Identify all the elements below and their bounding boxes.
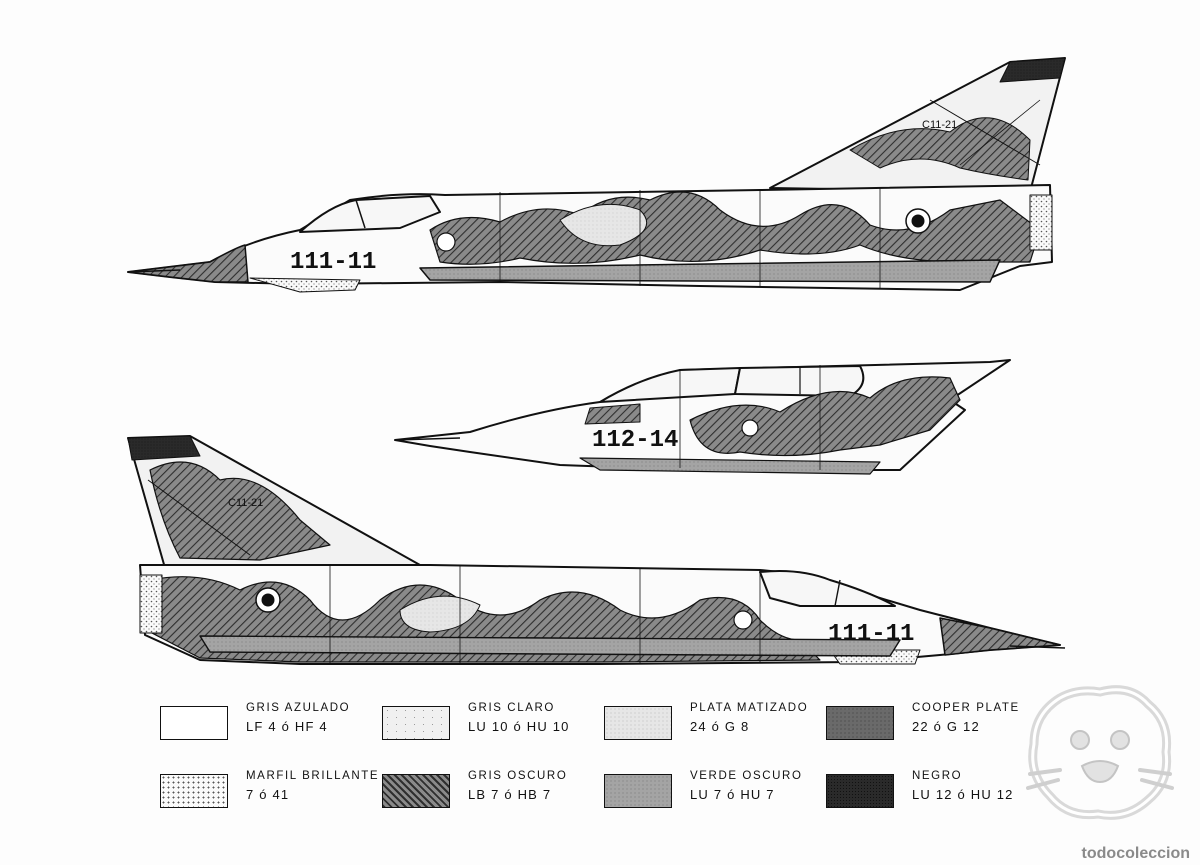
middle-aircraft-profile: 112-14: [394, 359, 1011, 475]
legend-code: 7 ó 41: [246, 787, 290, 802]
watermark-text: todocoleccion: [1081, 845, 1190, 862]
swatch-cooper-plate: [826, 706, 894, 740]
swatch-negro: [826, 774, 894, 808]
legend-item-marfil-brillante: MARFIL BRILLANTE 7 ó 41: [160, 770, 410, 830]
swatch-gris-oscuro: [382, 774, 450, 808]
swatch-verde-oscuro: [604, 774, 672, 808]
legend-code: 22 ó G 12: [912, 719, 980, 734]
legend-item-gris-claro: GRIS CLARO LU 10 ó HU 10: [382, 702, 632, 762]
legend-code: LU 10 ó HU 10: [468, 719, 570, 734]
top-aircraft-profile: 111-11 C11-21: [127, 57, 1066, 293]
top-tail-code: C11-21: [922, 119, 957, 131]
bottom-serial-marking: 111-11: [828, 621, 914, 648]
legend-name: VERDE OSCURO: [690, 770, 803, 782]
legend-name: GRIS AZULADO: [246, 702, 351, 714]
bottom-tail-code: C11-21: [228, 497, 263, 509]
legend-name: GRIS OSCURO: [468, 770, 568, 782]
legend-name: NEGRO: [912, 770, 963, 782]
legend-name: GRIS CLARO: [468, 702, 555, 714]
legend-code: LU 12 ó HU 12: [912, 787, 1014, 802]
legend-code: LB 7 ó HB 7: [468, 787, 552, 802]
lion-head-logo-icon: [1026, 685, 1174, 820]
legend-name: PLATA MATIZADO: [690, 702, 809, 714]
legend-item-gris-oscuro: GRIS OSCURO LB 7 ó HB 7: [382, 770, 632, 830]
bottom-aircraft-profile: 111-11 C11-21: [127, 435, 1066, 665]
legend-item-cooper-plate: COOPER PLATE 22 ó G 12: [826, 702, 1076, 762]
legend-name: MARFIL BRILLANTE: [246, 770, 380, 782]
swatch-marfil-brillante: [160, 774, 228, 808]
top-serial-marking: 111-11: [290, 249, 376, 276]
legend-name: COOPER PLATE: [912, 702, 1020, 714]
legend-item-verde-oscuro: VERDE OSCURO LU 7 ó HU 7: [604, 770, 854, 830]
swatch-gris-azulado: [160, 706, 228, 740]
swatch-plata-matizado: [604, 706, 672, 740]
legend-code: LF 4 ó HF 4: [246, 719, 328, 734]
legend-code: 24 ó G 8: [690, 719, 750, 734]
legend-item-negro: NEGRO LU 12 ó HU 12: [826, 770, 1076, 830]
legend-item-gris-azulado: GRIS AZULADO LF 4 ó HF 4: [160, 702, 410, 762]
swatch-gris-claro: [382, 706, 450, 740]
legend-code: LU 7 ó HU 7: [690, 787, 775, 802]
legend-item-plata-matizado: PLATA MATIZADO 24 ó G 8: [604, 702, 854, 762]
middle-serial-marking: 112-14: [592, 427, 678, 454]
